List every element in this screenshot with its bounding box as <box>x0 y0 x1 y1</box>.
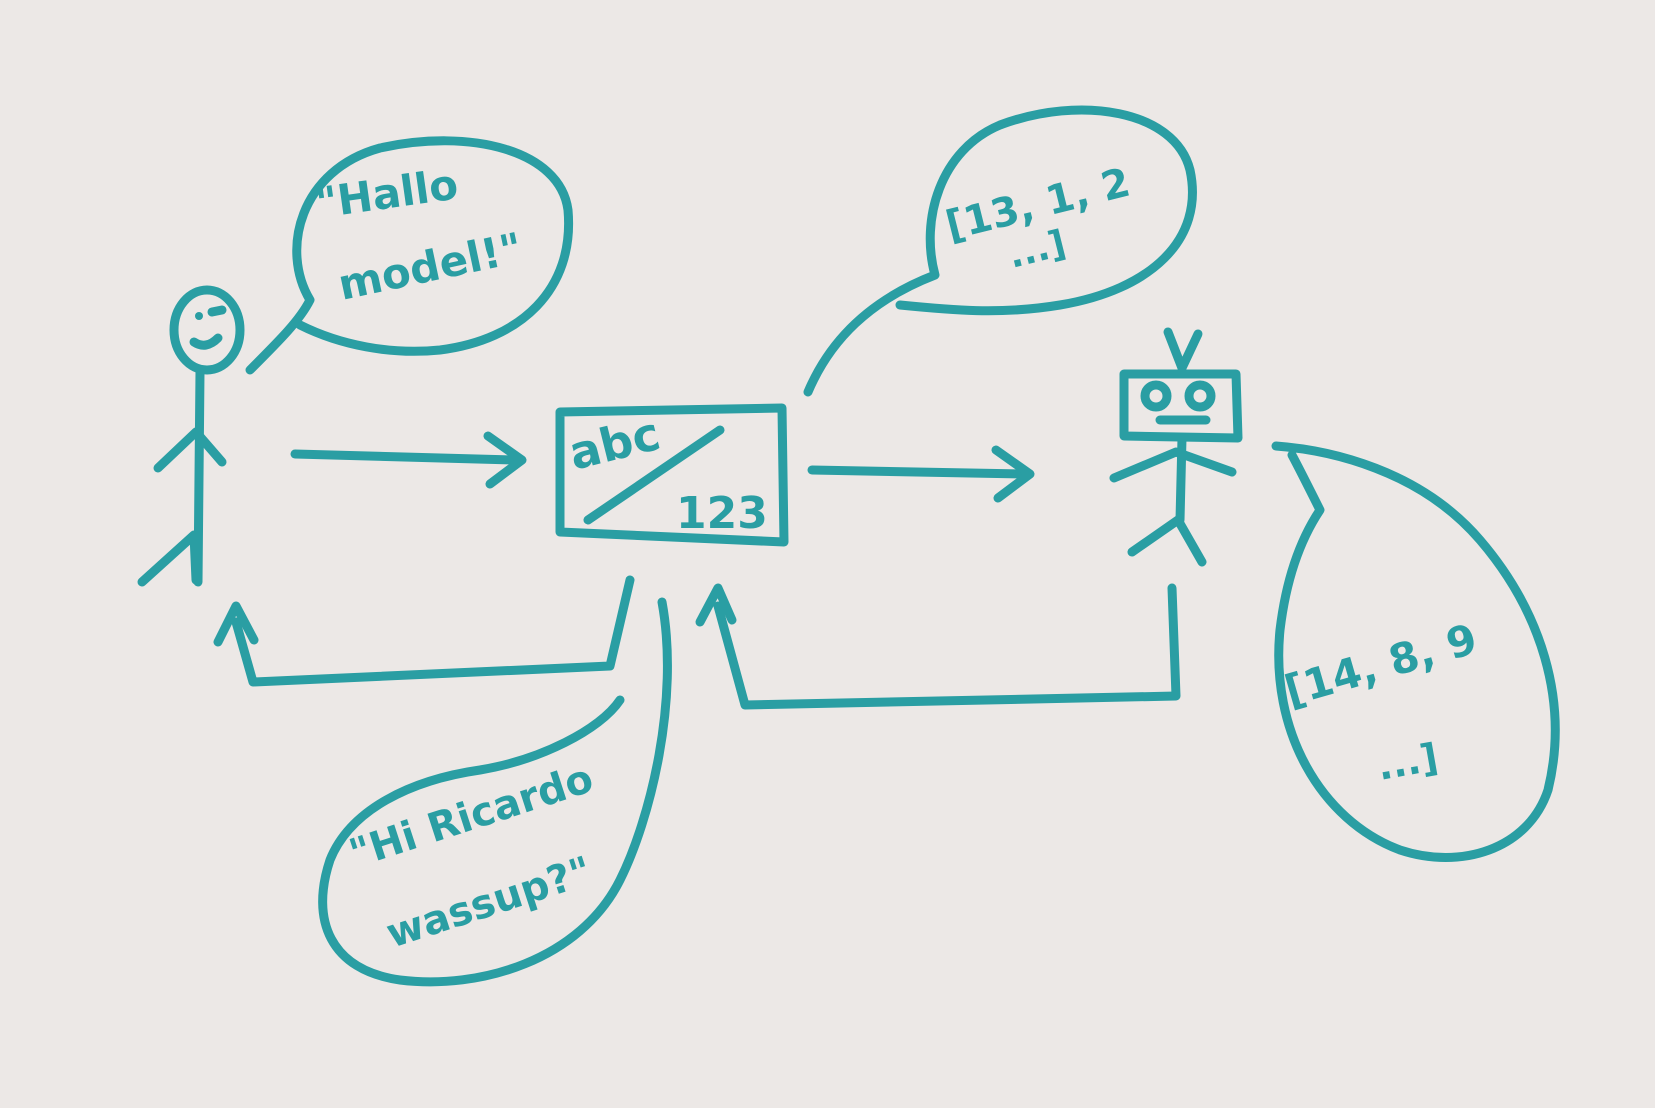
arrow-model-to-tokenizer <box>695 583 1181 710</box>
tokenizer-top-label: abc <box>564 406 666 480</box>
human-speech-bubble: "Hallo model!" <box>245 136 574 375</box>
tokenizer-icon: abc 123 <box>555 403 789 547</box>
arrow-human-to-tokenizer <box>290 431 527 489</box>
person-icon <box>137 285 245 587</box>
arrow-tokenizer-to-model <box>807 445 1035 503</box>
model-output-line1: [14, 8, 9 <box>1279 614 1482 715</box>
tokenizer-bottom-label: 123 <box>676 488 768 539</box>
model-output-line2: ...] <box>1374 735 1441 789</box>
arrow-tokenizer-to-human <box>213 575 635 687</box>
model-output-bubble: [14, 8, 9 ...] <box>1271 441 1560 862</box>
tokens-speech-bubble: [13, 1, 2 ...] <box>803 105 1197 397</box>
robot-icon <box>1109 327 1243 567</box>
human-speech-line2: model!" <box>334 223 527 310</box>
